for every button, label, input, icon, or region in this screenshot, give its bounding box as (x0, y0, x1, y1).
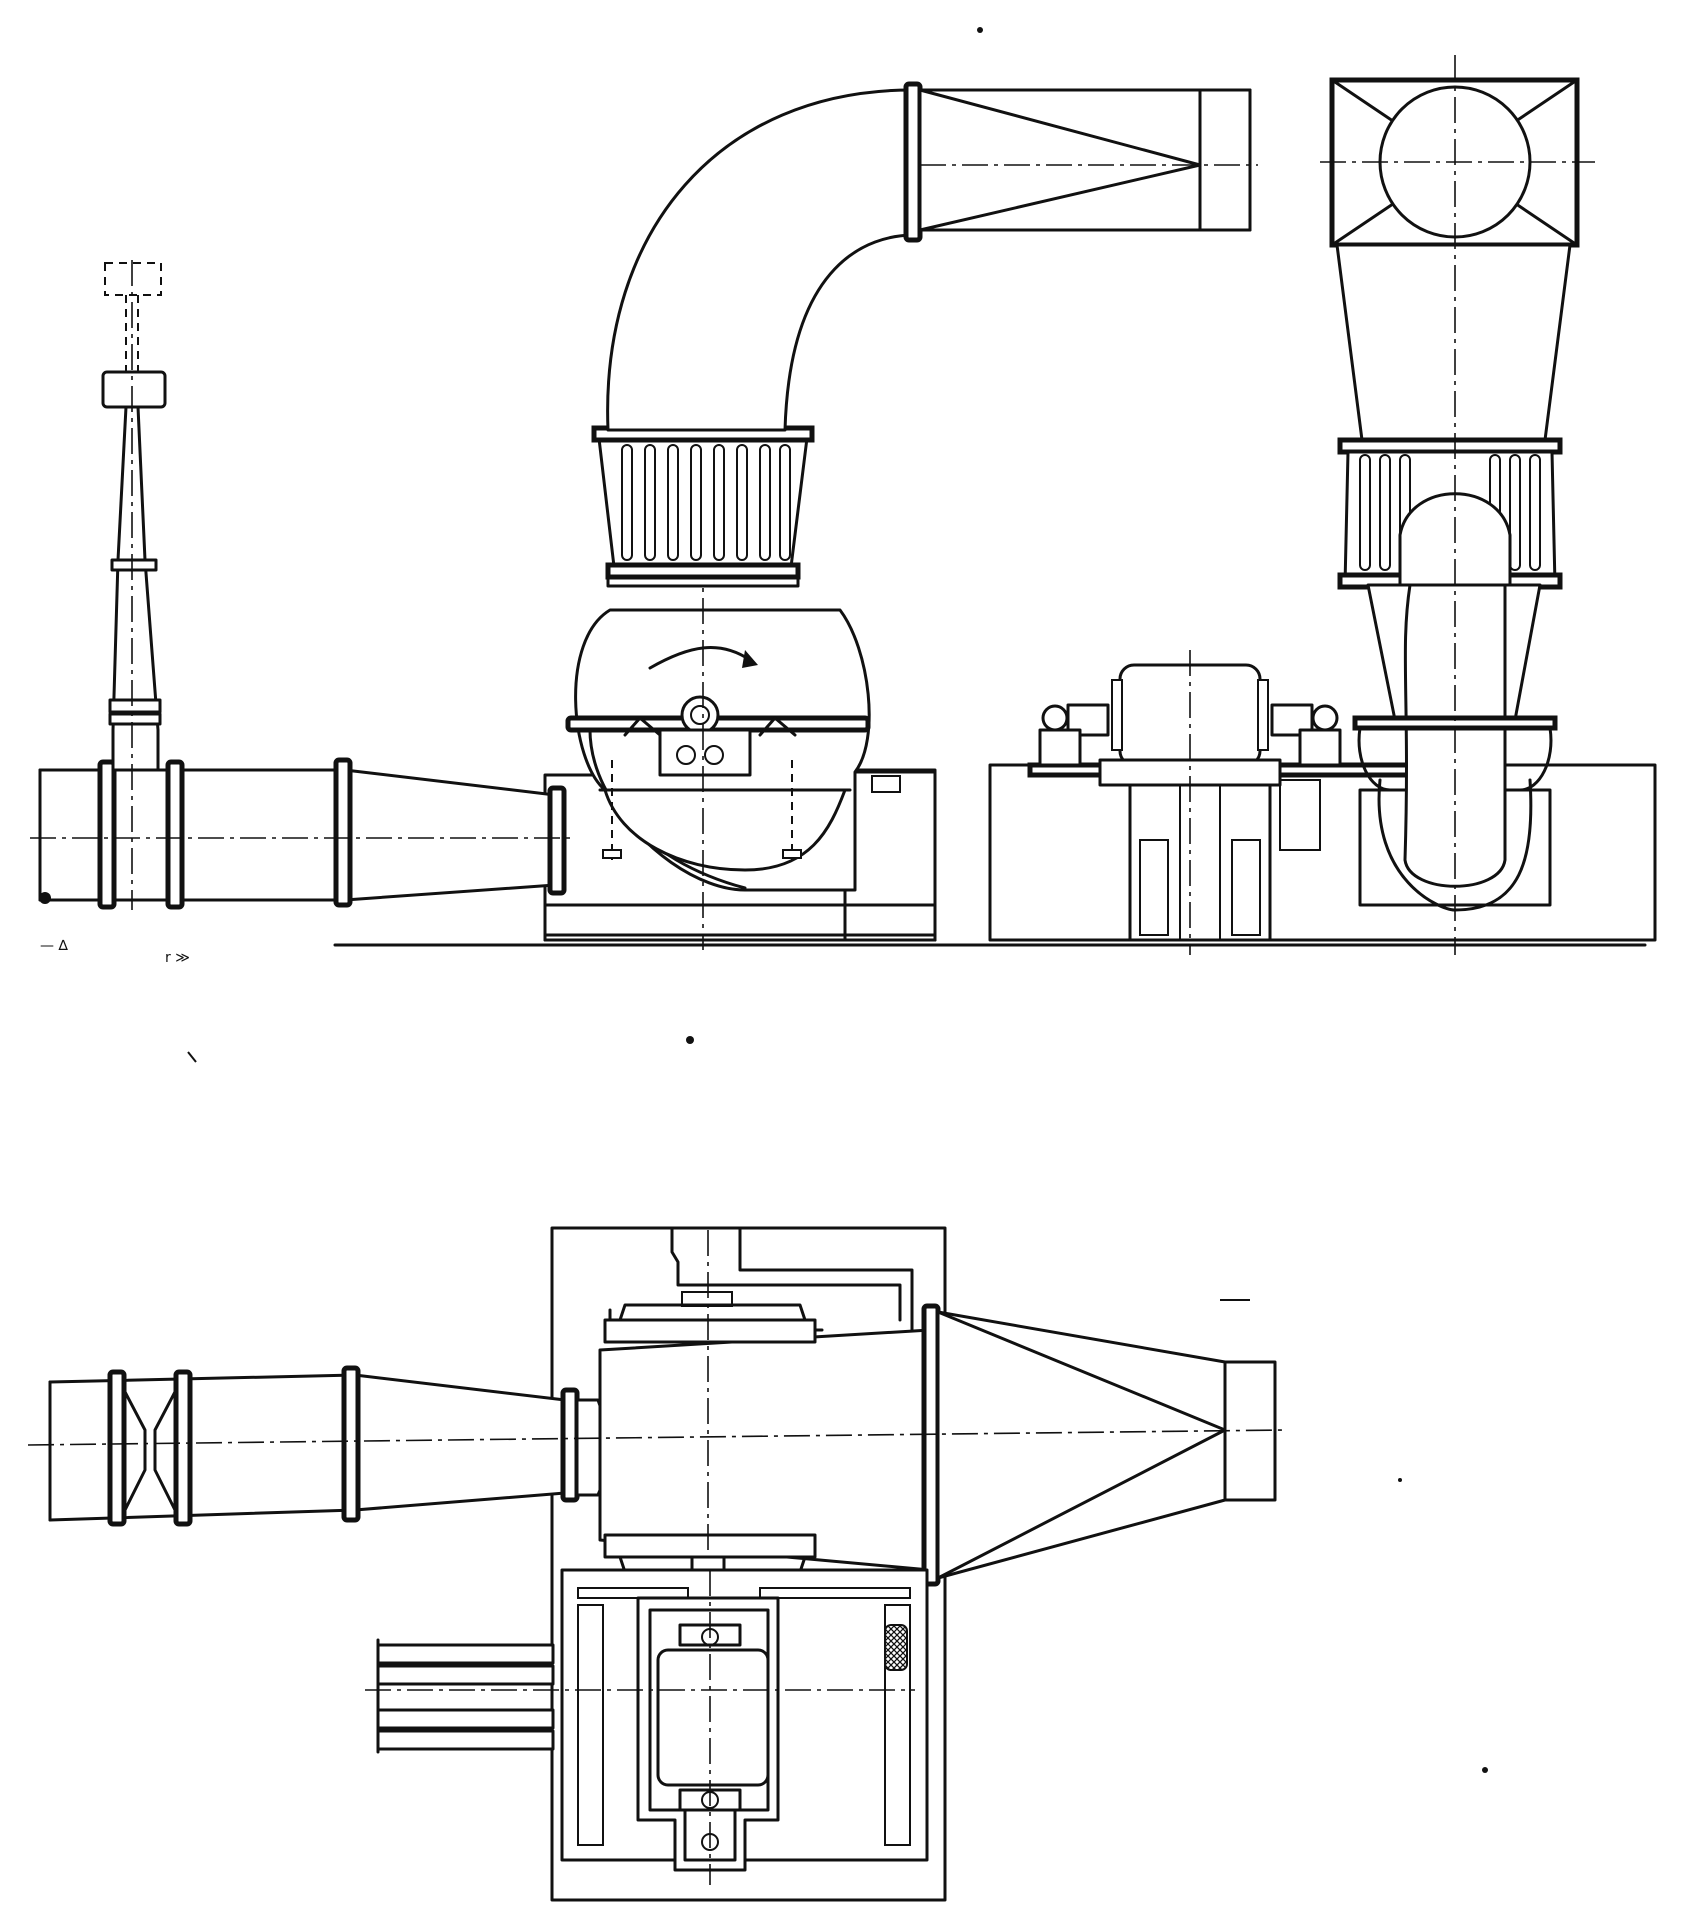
plan-fan-housing (598, 1230, 932, 1600)
plan-outlet-pipes (376, 1638, 555, 1754)
elevation-view (30, 55, 1657, 955)
motor (1027, 650, 1413, 955)
plan-motor-frame (365, 1568, 929, 1885)
fan-silencer (591, 425, 815, 588)
plan-inlet-duct (48, 1365, 607, 1527)
plan-diffuser (921, 1303, 1277, 1587)
elbow-duct (606, 81, 923, 432)
inlet-duct (30, 757, 570, 910)
outlet-diffuser (918, 88, 1258, 232)
fan-casing (565, 430, 871, 950)
plan-view (27, 1226, 1286, 1902)
motor-foundation (988, 763, 1657, 942)
stray-mark-left: — ∆ (40, 938, 68, 954)
stack (101, 260, 167, 910)
stray-marks: — ∆ r ≫ (40, 27, 1488, 1773)
stray-mark-right: r ≫ (165, 950, 190, 966)
side-view-silencer (1320, 55, 1595, 955)
